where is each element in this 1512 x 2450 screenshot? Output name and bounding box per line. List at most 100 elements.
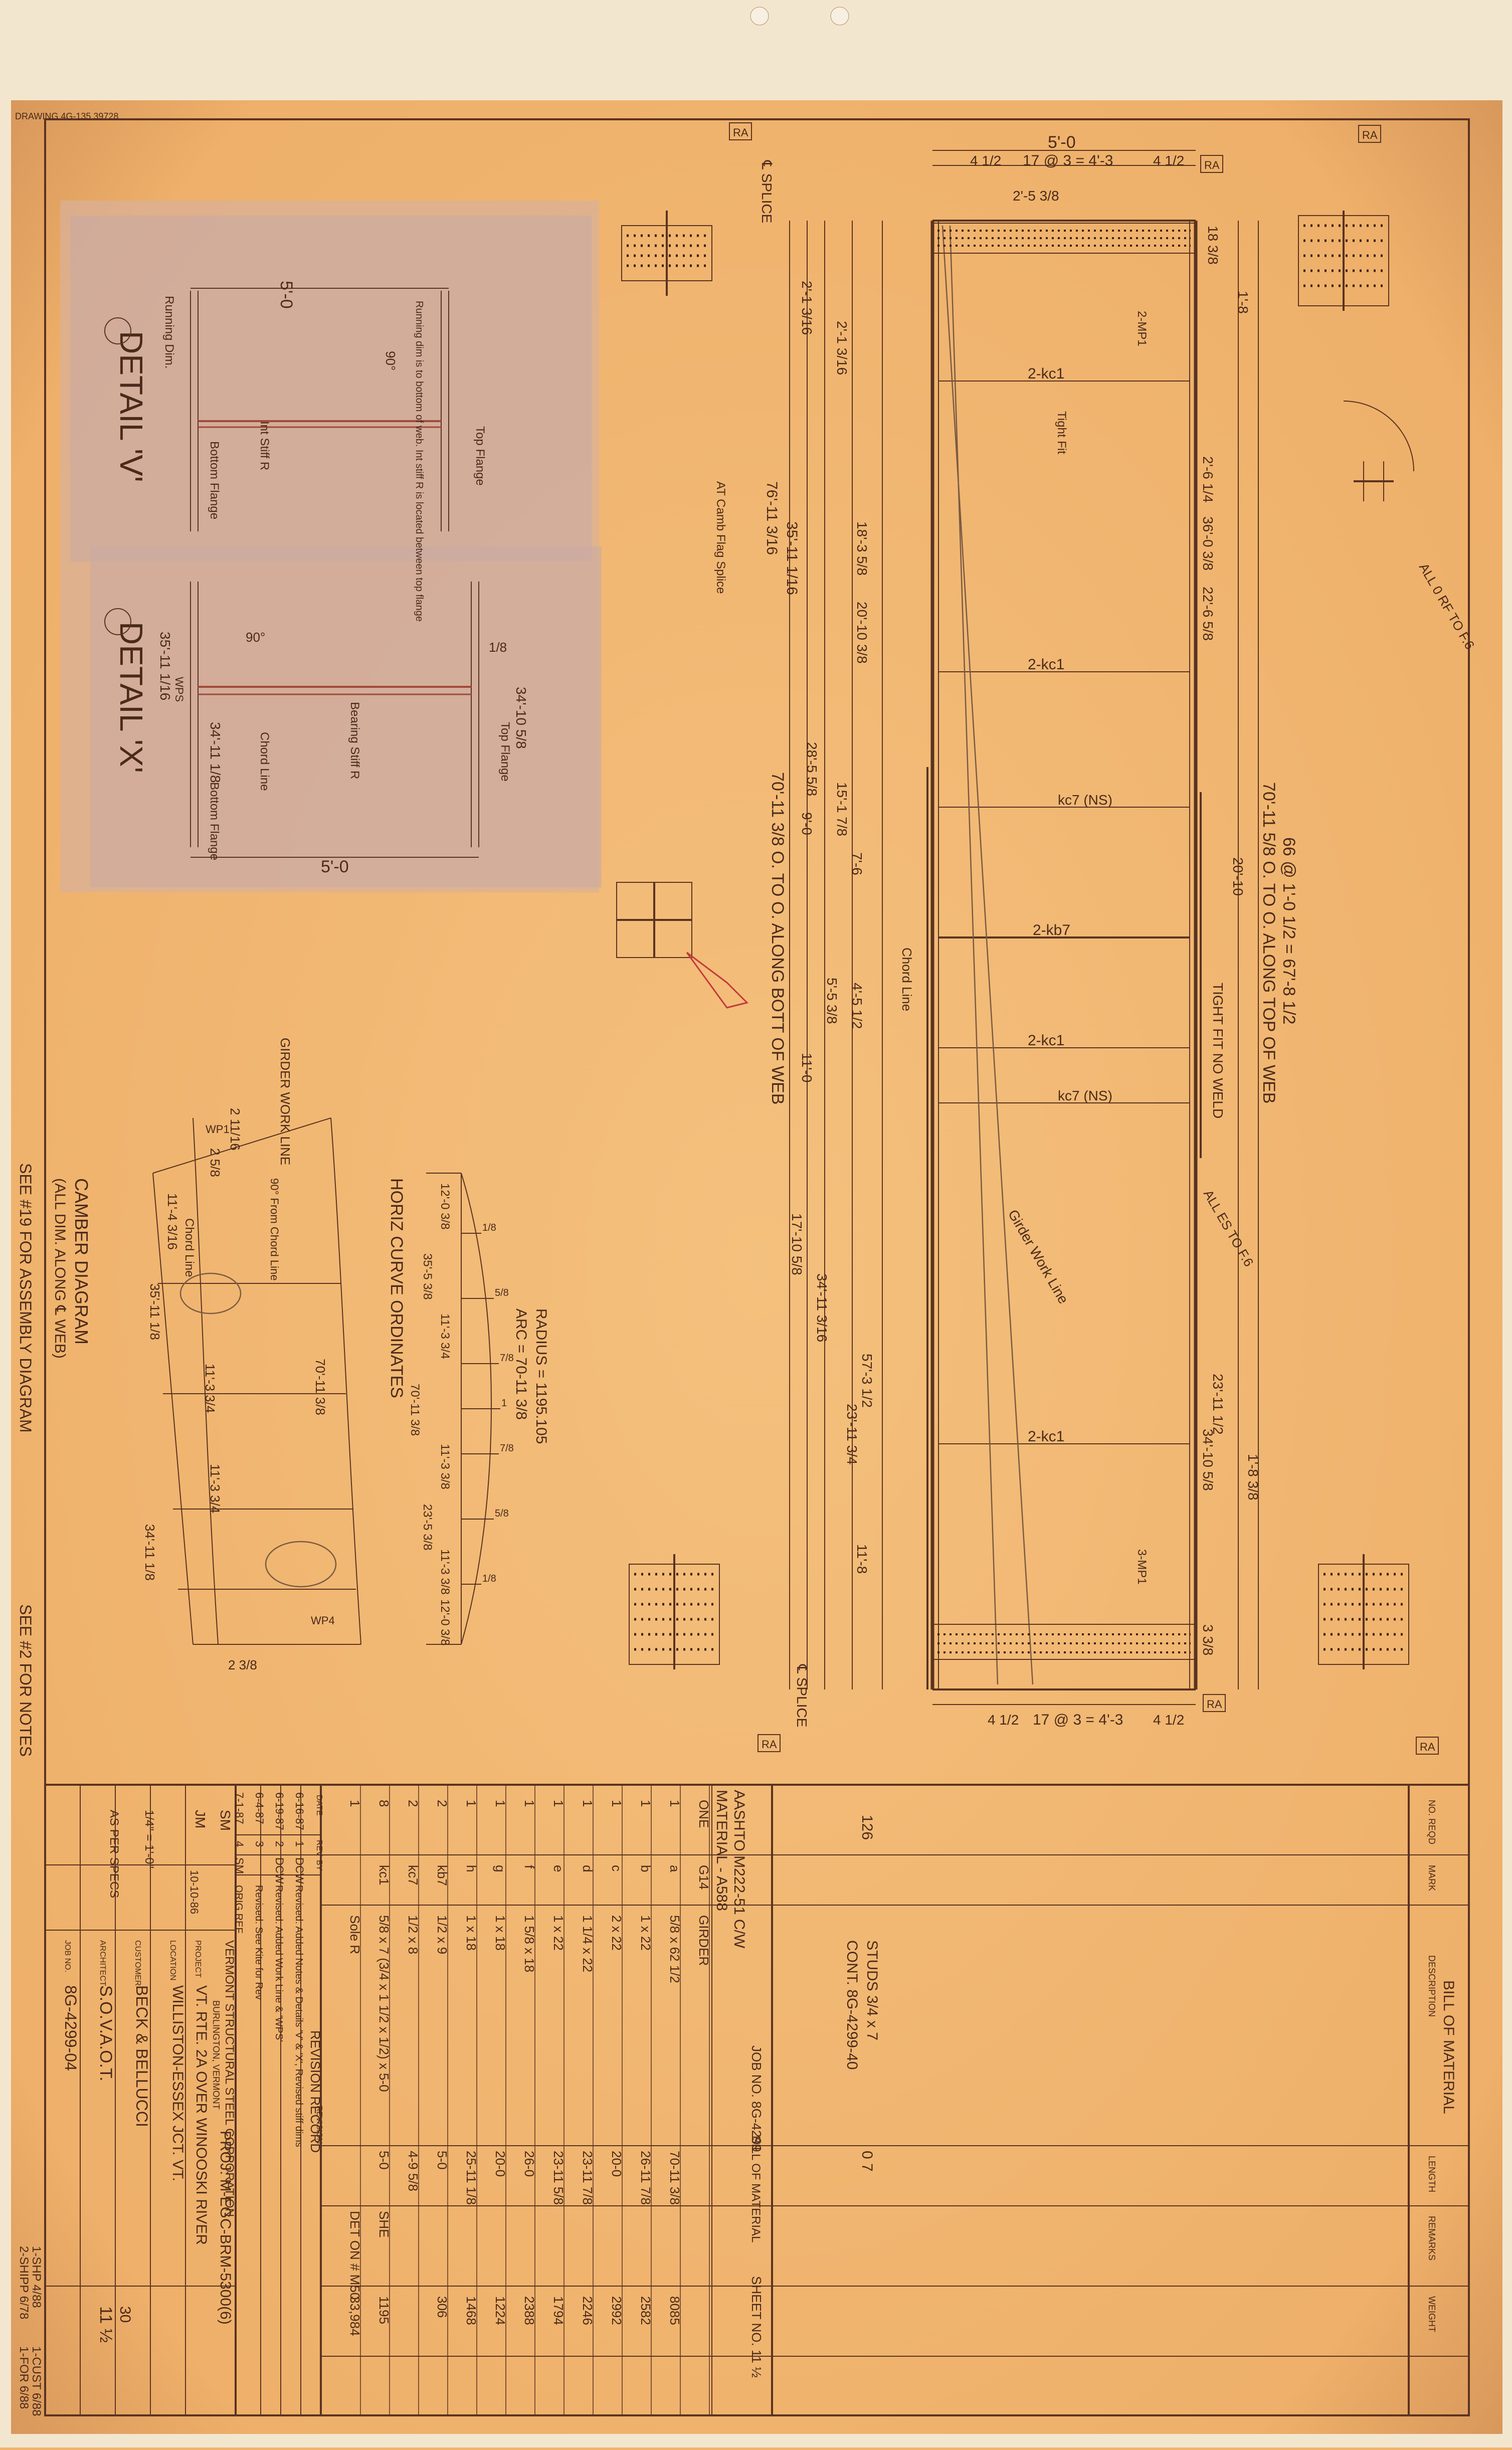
bom-cell-qty: 1 <box>493 1800 508 1807</box>
bom-cell-qty: 2 <box>406 1800 421 1807</box>
note-chord-line: Chord Line <box>899 948 914 1011</box>
bom-cell-len: 20-0 <box>493 2151 508 2177</box>
job-number: 8G-4299-04 <box>62 1985 80 2071</box>
girder-bottom-dim-edge-left: 4 1/2 <box>988 1712 1019 1728</box>
horiz-curve-dim: 11'-3 3/4 <box>438 1313 452 1359</box>
bom-cell-wt: 2992 <box>609 2296 624 2325</box>
project-number: PROJ: M-EGC-BRM-5300(6) <box>217 2131 234 2325</box>
customer-name: BECK & BELLUCCI <box>133 1985 151 2127</box>
revision-cell-by: DCW <box>273 1857 286 1884</box>
bom-cell-mark: f <box>522 1865 537 1869</box>
stiffener-label: 2-kc1 <box>1028 1428 1064 1445</box>
girder-long-dim-top: 70'-11 5/8 O. TO O. ALONG TOP OF WEB <box>1259 782 1278 1103</box>
girder-left-dim: 34'-11 3/16 <box>814 1273 830 1342</box>
bom-spec: AASHTO M222-51 C/W <box>731 1790 747 1949</box>
drawing-scale: 1/4" = 1'-0" <box>142 1810 156 1868</box>
revision-cell-date: 6-16-87 <box>293 1792 306 1830</box>
bom-cell-qty: ONE <box>696 1800 711 1828</box>
camber-dim: 34'-11 1/8 <box>142 1524 157 1581</box>
girder-right-dim: 36'-0 3/8 <box>1200 516 1216 571</box>
drawing-date: 10-10-86 <box>188 1870 201 1914</box>
bom-cell-mark: c <box>609 1865 624 1871</box>
bom-cell-len: 5-0 <box>376 2151 392 2170</box>
bom-cell-qty: 1 <box>464 1800 479 1807</box>
detail-v-label-bottom: Bottom Flange <box>208 441 221 519</box>
bom-cell-len: 25-11 1/8 <box>464 2151 479 2205</box>
section-detail-left-top <box>621 211 712 296</box>
stiffener-label: 2-kc1 <box>1028 1032 1064 1049</box>
bom-cell-wt: 2388 <box>522 2296 537 2325</box>
ordinate: 7/8 <box>500 1353 514 1364</box>
revision-cell-text: Revised: See Kite for Rev <box>253 1885 264 2000</box>
bom-cell-qty: 1 <box>522 1800 537 1807</box>
detail-x-label-chord: Chord Line <box>258 732 271 791</box>
sheet-total: 30 <box>117 2306 133 2323</box>
girder-long-dim-b: 35'-11 1/16 <box>784 521 800 595</box>
camber-dim: 11'-4 3/16 <box>165 1193 180 1250</box>
bom-cell-mark: g <box>493 1865 508 1872</box>
bom-cell-mark: h <box>464 1865 479 1872</box>
margin-note: 1-CUST 6/88 <box>30 2346 43 2416</box>
girder-right-dim: 1'-8 3/8 <box>1245 1454 1261 1500</box>
revision-col-headers: DATE REV BY REVISION <box>315 1795 323 2144</box>
bom-cell-desc: 1 x 22 <box>551 1915 566 1951</box>
bom-cell-qty: 1 <box>609 1800 624 1807</box>
bom-cell-len: 23-11 5/8 <box>551 2151 566 2205</box>
girder-right-dim: 23'-11 1/2 <box>1210 1374 1226 1435</box>
girder-long-dim-studs: 66 @ 1'-0 1/2 = 67'-8 1/2 <box>1279 837 1298 1025</box>
girder-bottom-dim-edge-right: 4 1/2 <box>1153 1712 1184 1728</box>
bom-cell-desc: Sole R <box>347 1915 362 1954</box>
horiz-curve-dim: 11'-3 3/8 <box>438 1549 452 1595</box>
girder-right-dim: 22'-6 5/8 <box>1200 587 1216 641</box>
detail-x-label-bearing: Bearing Stiff R <box>348 702 361 779</box>
company-name: VERMONT STRUCTURAL STEEL CORPORATION <box>223 1940 236 2217</box>
horiz-curve-dims: 12'-0 3/8 35'-5 3/8 11'-3 3/4 70'-11 3/8… <box>408 1183 452 1646</box>
bom-cell-desc: 1 x 18 <box>493 1915 508 1951</box>
bom-sheet-no: SHEET NO. 11 ½ <box>749 2276 764 2378</box>
girder-left-dim: 2'-1 3/16 <box>834 321 850 375</box>
job-label: JOB NO. <box>63 1940 72 1972</box>
bom-cell-wt: 1224 <box>493 2296 508 2325</box>
note-mp1: 2-MP1 <box>1135 311 1149 346</box>
horiz-curve-ordinates: 1/8 5/8 7/8 1 7/8 5/8 1/8 <box>482 1222 514 1584</box>
splice-label-bottom: ℄ SPLICE <box>794 1664 810 1727</box>
revision-cell-rev: 1 <box>293 1841 306 1847</box>
revision-cell-rev: 2 <box>273 1841 286 1847</box>
company-city: BURLINGTON, VERMONT <box>211 2000 221 2110</box>
revision-cell-text: ORIG REF <box>233 1885 244 1934</box>
section-detail-left-bottom <box>629 1554 720 1669</box>
bom-cell-len: 5-0 <box>435 2151 450 2170</box>
note-camb-flag: AT Camb Flag Splice <box>714 481 727 594</box>
sheet-number: 11 ½ <box>96 2306 115 2343</box>
revision-cell-rev: 3 <box>253 1841 266 1847</box>
project-name: VT. RTE. 2A OVER WINOOSKI RIVER <box>193 1985 210 2245</box>
bom-studs-qty: 126 <box>859 1815 875 1840</box>
detail-v-note: Running dim is to bottom of web. Int sti… <box>414 301 425 622</box>
red-markup <box>686 952 748 1009</box>
bom-cell-rem: DET ON # M50 <box>347 2211 362 2300</box>
margin-notes: 2-SHIPP 6/78 1-SHP 4/88 1-FOR 6/88 1-CUS… <box>17 2246 43 2416</box>
revision-cell-rev: 4 <box>233 1841 246 1847</box>
revision-record-title: REVISION RECORD <box>308 2030 323 2153</box>
detail-overlay <box>60 201 602 892</box>
camber-dim: 2 3/8 <box>228 1657 257 1672</box>
camber-dim: 11'-3 3/4 <box>208 1464 223 1513</box>
girder-left-dim: 57'-3 1/2 <box>859 1354 875 1408</box>
detail-x-label-top: Top Flange <box>498 722 512 782</box>
ordinate: 5/8 <box>495 1287 509 1298</box>
detail-x-angle: 90° <box>246 630 265 645</box>
bom-job-no: JOB NO. 8G-4299 <box>749 2045 764 2152</box>
girder-right-dim: 34'-10 5/8 <box>1200 1429 1216 1491</box>
bom-cell-qty: 2 <box>435 1800 450 1807</box>
revision-cell-by: DCW <box>293 1857 306 1884</box>
section-mark: RA <box>733 126 748 139</box>
bom-cell-mark: G14 <box>696 1865 711 1890</box>
bom-cell-mark: e <box>551 1865 566 1872</box>
section-marks: RA RA RA RA RA RA <box>729 122 1439 1755</box>
girder-right-dim: 1'-8 <box>1235 291 1251 314</box>
detail-v-label-stiff: Int Stiff R <box>258 421 271 470</box>
bom-cell-desc: 1 x 18 <box>464 1915 479 1951</box>
ordinate: 1/8 <box>482 1222 496 1233</box>
bom-cell-mark: kc7 <box>406 1865 421 1885</box>
bom-cell-len: 26-0 <box>522 2151 537 2177</box>
